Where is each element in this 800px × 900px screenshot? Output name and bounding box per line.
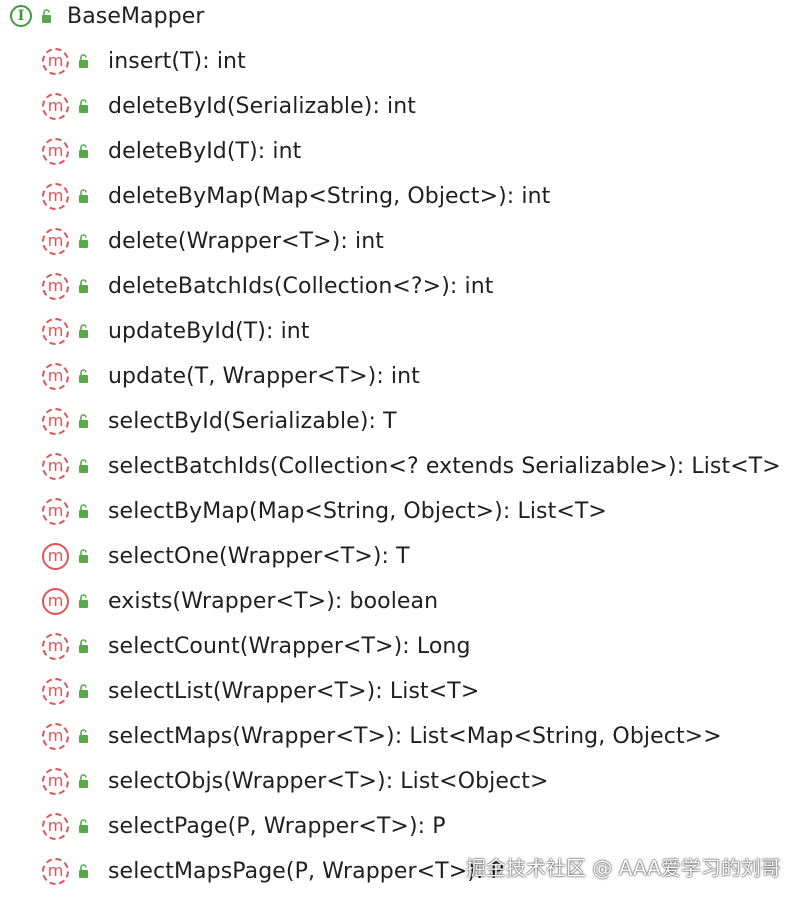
method-signature: update(T, Wrapper<T>): int (108, 363, 420, 389)
method-signature: deleteBatchIds(Collection<?>): int (108, 273, 494, 299)
method-item[interactable]: m deleteByMap(Map<String, Object>): int (42, 178, 550, 214)
method-icon: m (42, 452, 69, 480)
method-item[interactable]: m insert(T): int (42, 43, 246, 79)
method-icon: m (42, 227, 69, 255)
method-item[interactable]: m selectBatchIds(Collection<? extends Ser… (42, 448, 781, 484)
method-item[interactable]: m deleteBatchIds(Collection<?>): int (42, 268, 493, 304)
method-icon: m (42, 722, 69, 750)
method-signature: deleteById(T): int (108, 138, 302, 164)
method-signature: deleteById(Serializable): int (108, 93, 417, 119)
public-lock-icon (79, 144, 88, 158)
method-icon: m (42, 47, 69, 75)
public-lock-icon (79, 54, 88, 68)
watermark: 掘金技术社区 @ AAA爱学习的刘哥 (466, 856, 781, 880)
method-signature: deleteByMap(Map<String, Object>): int (108, 183, 551, 209)
method-item[interactable]: m delete(Wrapper<T>): int (42, 223, 384, 259)
tree-root-basemapper[interactable]: I BaseMapper (10, 0, 205, 34)
method-item[interactable]: m selectObjs(Wrapper<T>): List<Object> (42, 763, 548, 799)
method-icon: m (42, 677, 69, 705)
method-icon: m (42, 497, 69, 525)
method-item[interactable]: m exists(Wrapper<T>): boolean (42, 583, 438, 619)
public-lock-icon (79, 369, 88, 383)
public-lock-icon (79, 594, 88, 608)
method-signature: selectById(Serializable): T (108, 408, 397, 434)
method-signature: selectMapsPage(P, Wrapper<T>): P (108, 858, 504, 884)
public-lock-icon (79, 504, 88, 518)
method-signature: selectByMap(Map<String, Object>): List<T… (108, 498, 607, 524)
method-item[interactable]: m selectMaps(Wrapper<T>): List<Map<String… (42, 718, 722, 754)
method-icon: m (42, 317, 69, 345)
method-icon: m (42, 857, 69, 885)
public-lock-icon (79, 729, 88, 743)
method-item[interactable]: m update(T, Wrapper<T>): int (42, 358, 420, 394)
public-lock-icon (79, 549, 88, 563)
public-lock-icon (79, 459, 88, 473)
method-item[interactable]: m deleteById(Serializable): int (42, 88, 416, 124)
method-signature: selectCount(Wrapper<T>): Long (108, 633, 471, 659)
method-item[interactable]: m updateById(T): int (42, 313, 310, 349)
public-lock-icon (79, 324, 88, 338)
method-item[interactable]: m selectCount(Wrapper<T>): Long (42, 628, 471, 664)
method-item[interactable]: m selectPage(P, Wrapper<T>): P (42, 808, 446, 844)
method-icon: m (42, 272, 69, 300)
method-item[interactable]: m deleteById(T): int (42, 133, 301, 169)
method-item[interactable]: m selectById(Serializable): T (42, 403, 397, 439)
method-signature: selectBatchIds(Collection<? extends Seri… (108, 453, 781, 479)
method-icon: m (42, 767, 69, 795)
method-signature: updateById(T): int (108, 318, 310, 344)
method-icon: m (42, 362, 69, 390)
method-signature: exists(Wrapper<T>): boolean (108, 588, 439, 614)
method-icon: m (42, 92, 69, 120)
method-icon: m (42, 542, 69, 570)
method-item[interactable]: m selectList(Wrapper<T>): List<T> (42, 673, 479, 709)
method-signature: delete(Wrapper<T>): int (108, 228, 384, 254)
public-lock-icon (79, 99, 88, 113)
public-lock-icon (42, 9, 51, 23)
public-lock-icon (79, 819, 88, 833)
public-lock-icon (79, 189, 88, 203)
method-signature: selectOne(Wrapper<T>): T (108, 543, 410, 569)
public-lock-icon (79, 414, 88, 428)
method-icon: m (42, 407, 69, 435)
interface-icon: I (10, 5, 32, 27)
public-lock-icon (79, 864, 88, 878)
method-icon: m (42, 137, 69, 165)
public-lock-icon (79, 279, 88, 293)
method-item[interactable]: m selectByMap(Map<String, Object>): List<… (42, 493, 607, 529)
public-lock-icon (79, 639, 88, 653)
method-signature: insert(T): int (108, 48, 246, 74)
method-item[interactable]: m selectMapsPage(P, Wrapper<T>): P (42, 853, 504, 889)
method-signature: selectPage(P, Wrapper<T>): P (108, 813, 446, 839)
public-lock-icon (79, 774, 88, 788)
method-signature: selectObjs(Wrapper<T>): List<Object> (108, 768, 549, 794)
method-signature: selectMaps(Wrapper<T>): List<Map<String,… (108, 723, 722, 749)
method-icon: m (42, 182, 69, 210)
public-lock-icon (79, 234, 88, 248)
public-lock-icon (79, 684, 88, 698)
method-item[interactable]: m selectOne(Wrapper<T>): T (42, 538, 410, 574)
method-icon: m (42, 632, 69, 660)
method-icon: m (42, 812, 69, 840)
method-signature: selectList(Wrapper<T>): List<T> (108, 678, 480, 704)
interface-name: BaseMapper (67, 3, 205, 29)
method-icon: m (42, 587, 69, 615)
